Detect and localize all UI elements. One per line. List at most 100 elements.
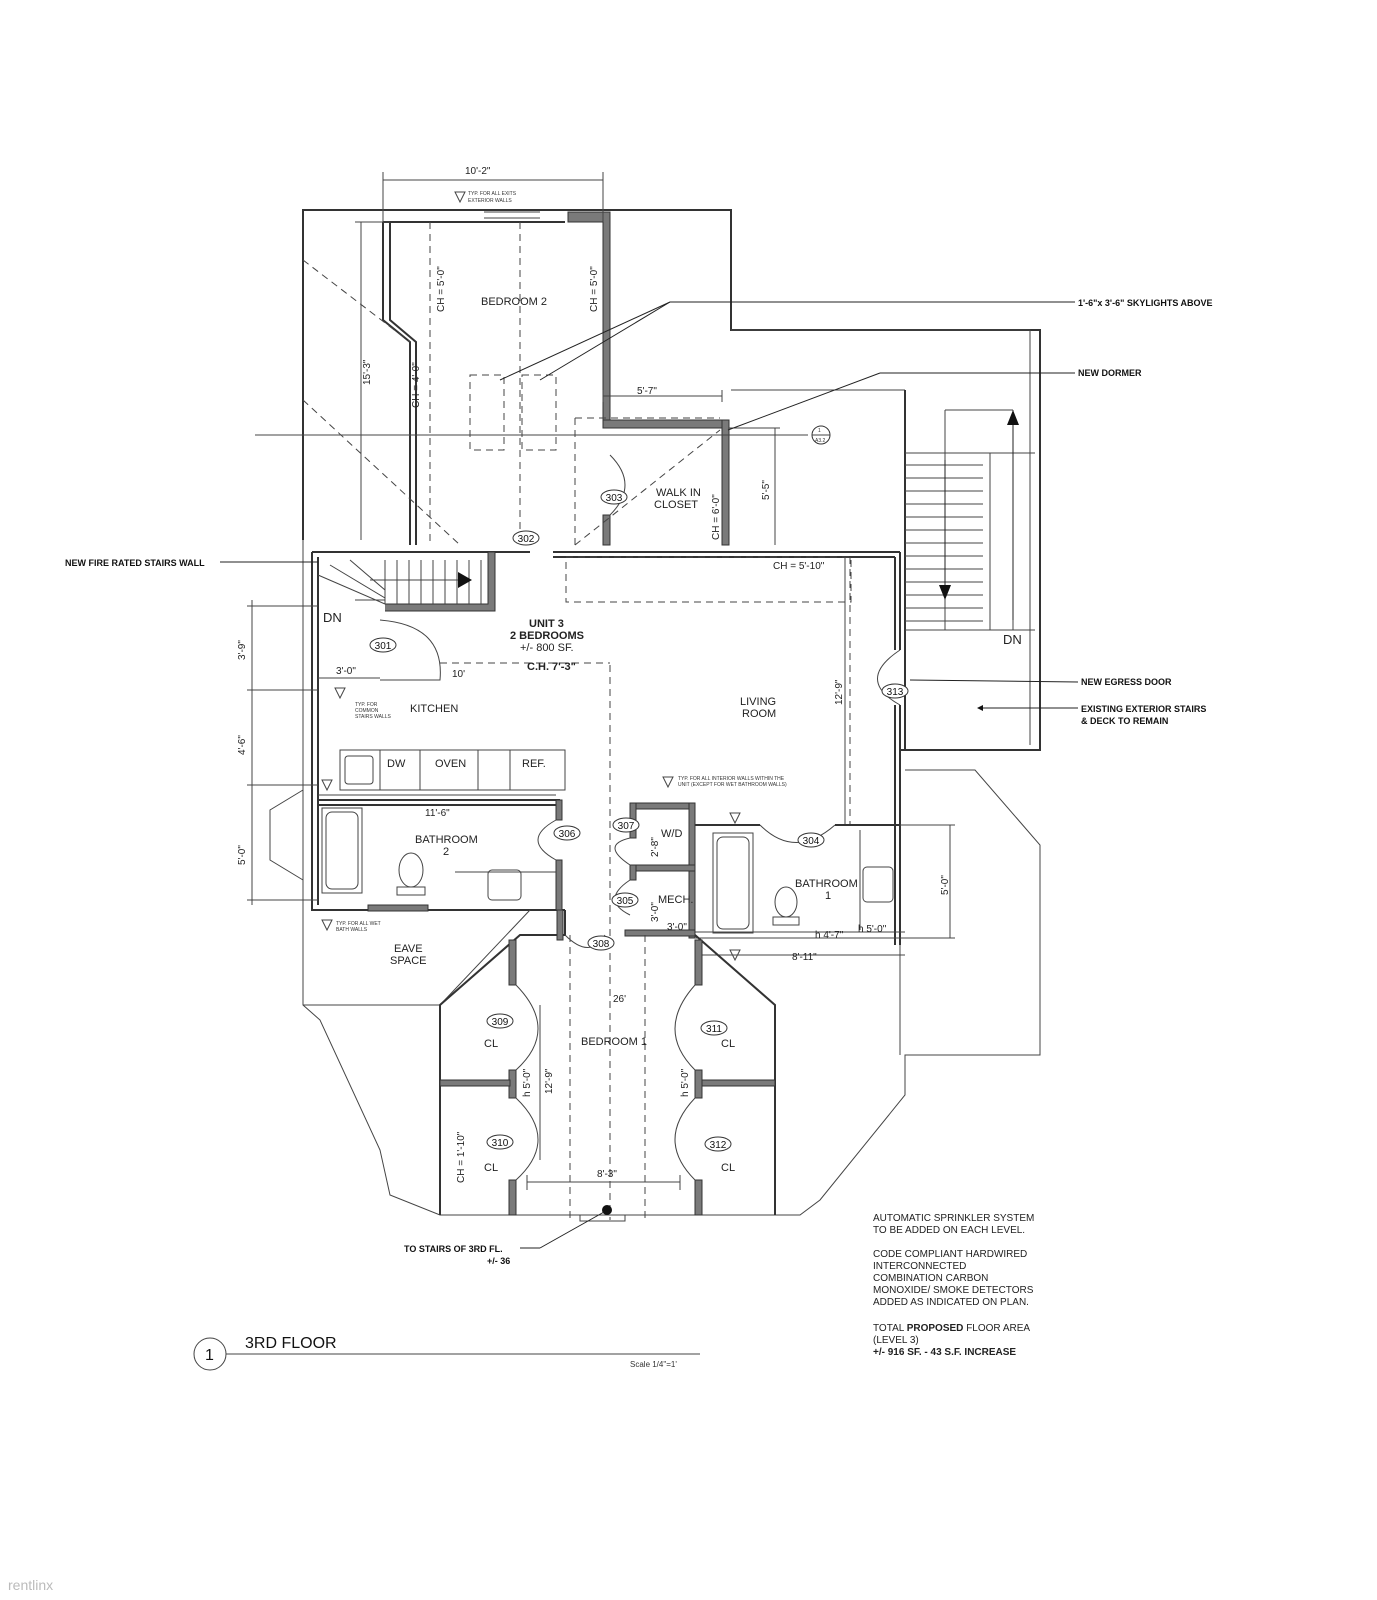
svg-text:TYP. FOR ALL WET: TYP. FOR ALL WET bbox=[336, 921, 381, 927]
svg-text:COMMON: COMMON bbox=[355, 708, 379, 714]
unit-walls bbox=[311, 551, 901, 1220]
tag-313: 313 bbox=[887, 687, 904, 698]
dim-kitchen-3-9: 3'-9" bbox=[237, 640, 248, 660]
stairs-dn-right: DN bbox=[1003, 632, 1022, 647]
tag-311: 311 bbox=[706, 1024, 722, 1035]
note-area-value: +/- 916 SF. - 43 S.F. INCREASE bbox=[873, 1347, 1016, 1358]
room-kitchen: KITCHEN bbox=[410, 703, 458, 715]
note-detector-3: COMBINATION CARBON bbox=[873, 1273, 988, 1284]
svg-text:BATH WALLS: BATH WALLS bbox=[336, 927, 368, 933]
walk-in-closet: 5'-7" 5'-5" CH = 6'-0" bbox=[602, 386, 780, 545]
svg-text:TOTAL PROPOSED FLO: TOTAL PROPOSED FLOOR AREA bbox=[873, 1323, 1030, 1334]
callout-ext-stairs-2: & DECK TO REMAIN bbox=[1081, 716, 1168, 726]
note-area-level: (LEVEL 3) bbox=[873, 1335, 919, 1346]
appliance-ref: REF. bbox=[522, 758, 546, 770]
unit-label-3: +/- 800 SF. bbox=[520, 642, 574, 654]
dim-kitchen-4-6: 4'-6" bbox=[237, 735, 248, 755]
tag-310: 310 bbox=[492, 1138, 509, 1149]
tag-306: 306 bbox=[559, 829, 576, 840]
tag-302: 302 bbox=[518, 534, 535, 545]
bedroom-1 bbox=[439, 909, 776, 1222]
dim-unit-ch: C.H. 7'-3" bbox=[527, 661, 576, 673]
room-walkin-2: CLOSET bbox=[654, 499, 698, 511]
callout-to-stairs-2: +/- 36 bbox=[487, 1256, 510, 1266]
room-walkin-1: WALK IN bbox=[656, 487, 701, 499]
eave-space bbox=[302, 909, 901, 1055]
dim-cl-h50-right: h 5'-0" bbox=[680, 1068, 691, 1097]
closet-309-label: CL bbox=[484, 1038, 498, 1050]
dim-bedroom2-depth: 15'-3" bbox=[362, 359, 373, 385]
dim-bath1-h47: h 4'-7" bbox=[815, 930, 844, 941]
dim-ch-5-0-right: CH = 5'-0" bbox=[589, 266, 600, 312]
dim-bath1-5-0: 5'-0" bbox=[940, 875, 951, 895]
note-interior-walls: TYP. FOR ALL INTERIOR WALLS WITHIN THE U… bbox=[662, 776, 787, 789]
section-marker: 1 A3.2 bbox=[811, 425, 831, 445]
door-tags: 301 302 303 304 305 306 307 308 309 310 … bbox=[369, 489, 909, 1152]
callout-fire-wall: NEW FIRE RATED STAIRS WALL bbox=[65, 558, 205, 568]
dim-mech-3-0a: 3'-0" bbox=[650, 902, 661, 922]
bathroom-2: 11'-6" bbox=[318, 779, 563, 912]
svg-text:TYP. FOR ALL INTERIOR WALLS WI: TYP. FOR ALL INTERIOR WALLS WITHIN THE bbox=[678, 776, 785, 782]
callout-egress: NEW EGRESS DOOR bbox=[1081, 677, 1172, 687]
dim-ch-5-0-left: CH = 5'-0" bbox=[436, 266, 447, 312]
dim-living-12-9: 12'-9" bbox=[834, 679, 845, 705]
dim-living-ch: CH = 5'-10" bbox=[773, 561, 825, 572]
tag-309: 309 bbox=[492, 1017, 509, 1028]
svg-text:TYP. FOR: TYP. FOR bbox=[355, 702, 378, 708]
room-bathroom-1-num: 1 bbox=[825, 890, 831, 902]
svg-text:A3.2: A3.2 bbox=[815, 438, 826, 444]
note-detector-4: MONOXIDE/ SMOKE DETECTORS bbox=[873, 1285, 1034, 1296]
skylight-right bbox=[521, 374, 557, 451]
dim-mech-3-0b: 3'-0" bbox=[667, 922, 687, 933]
unit-label-1: UNIT 3 bbox=[529, 618, 564, 630]
dim-bedroom1-12-9: 12'-9" bbox=[544, 1068, 555, 1094]
closet-310-label: CL bbox=[484, 1162, 498, 1174]
room-eave-2: SPACE bbox=[390, 955, 426, 967]
room-living-2: ROOM bbox=[742, 708, 776, 720]
svg-text:UNIT (EXCEPT FOR WET BATHROOM: UNIT (EXCEPT FOR WET BATHROOM WALLS) bbox=[678, 782, 787, 788]
dim-bath2-5-0: 5'-0" bbox=[237, 845, 248, 865]
watermark: rentlinx bbox=[8, 1577, 53, 1593]
callout-to-stairs-1: TO STAIRS OF 3RD FL. bbox=[404, 1244, 503, 1254]
callouts: 1'-6"x 3'-6" SKYLIGHTS ABOVE NEW DORMER … bbox=[65, 298, 1213, 1266]
tag-304: 304 bbox=[803, 836, 820, 847]
note-detector-5: ADDED AS INDICATED ON PLAN. bbox=[873, 1297, 1029, 1308]
note-area-prefix: TOTAL bbox=[873, 1323, 905, 1334]
svg-text:1: 1 bbox=[818, 428, 821, 434]
room-eave-1: EAVE bbox=[394, 943, 423, 955]
tag-307: 307 bbox=[618, 821, 635, 832]
top-dimension: 10'-2" 15'-3" bbox=[355, 166, 604, 540]
note-wet-walls: TYP. FOR ALL WET BATH WALLS bbox=[321, 919, 381, 933]
room-mech: MECH. bbox=[658, 894, 693, 906]
note-area-suffix: FLOOR AREA bbox=[966, 1323, 1030, 1334]
callout-ext-stairs-1: EXISTING EXTERIOR STAIRS bbox=[1081, 704, 1206, 714]
kitchen-area: 3'-9" 4'-6" 5'-0" 3'-0" 10' bbox=[237, 600, 566, 905]
interior-stairs bbox=[317, 551, 496, 612]
tag-303: 303 bbox=[606, 493, 623, 504]
note-detector-1: CODE COMPLIANT HARDWIRED bbox=[873, 1249, 1027, 1260]
note-detector-2: INTERCONNECTED bbox=[873, 1261, 966, 1272]
stairs-dn-left: DN bbox=[323, 610, 342, 625]
tag-312: 312 bbox=[710, 1140, 727, 1151]
callout-skylights: 1'-6"x 3'-6" SKYLIGHTS ABOVE bbox=[1078, 298, 1213, 308]
dim-ch-4-0: CH = 4'-0" bbox=[411, 362, 422, 408]
room-bathroom-2-label: BATHROOM bbox=[415, 834, 478, 846]
svg-text:STAIRS WALLS: STAIRS WALLS bbox=[355, 714, 392, 720]
dim-bath2-width: 11'-6" bbox=[425, 808, 450, 819]
room-bedroom-2: BEDROOM 2 bbox=[481, 296, 547, 308]
service-core: 2'-8" 3'-0" 3'-0" h 4'-7" h 5'-0" 8'-11"… bbox=[614, 802, 955, 963]
dim-bath1-8-11: 8'-11" bbox=[792, 952, 817, 963]
note-area-bold: PROPOSED bbox=[907, 1323, 964, 1334]
appliance-dw: DW bbox=[387, 758, 406, 770]
closet-312-label: CL bbox=[721, 1162, 735, 1174]
dim-kitchen-10: 10' bbox=[452, 669, 465, 680]
room-living-1: LIVING bbox=[740, 696, 776, 708]
note-sprinkler-1: AUTOMATIC SPRINKLER SYSTEM bbox=[873, 1213, 1034, 1224]
closet-311-label: CL bbox=[721, 1038, 735, 1050]
svg-text:EXTERIOR WALLS: EXTERIOR WALLS bbox=[468, 198, 512, 204]
general-notes: AUTOMATIC SPRINKLER SYSTEM TO BE ADDED O… bbox=[873, 1213, 1034, 1358]
note-exits: TYP. FOR ALL EXITS EXTERIOR WALLS bbox=[454, 191, 517, 204]
dim-wd-2-8: 2'-8" bbox=[650, 837, 661, 857]
skylight-left bbox=[469, 374, 505, 451]
